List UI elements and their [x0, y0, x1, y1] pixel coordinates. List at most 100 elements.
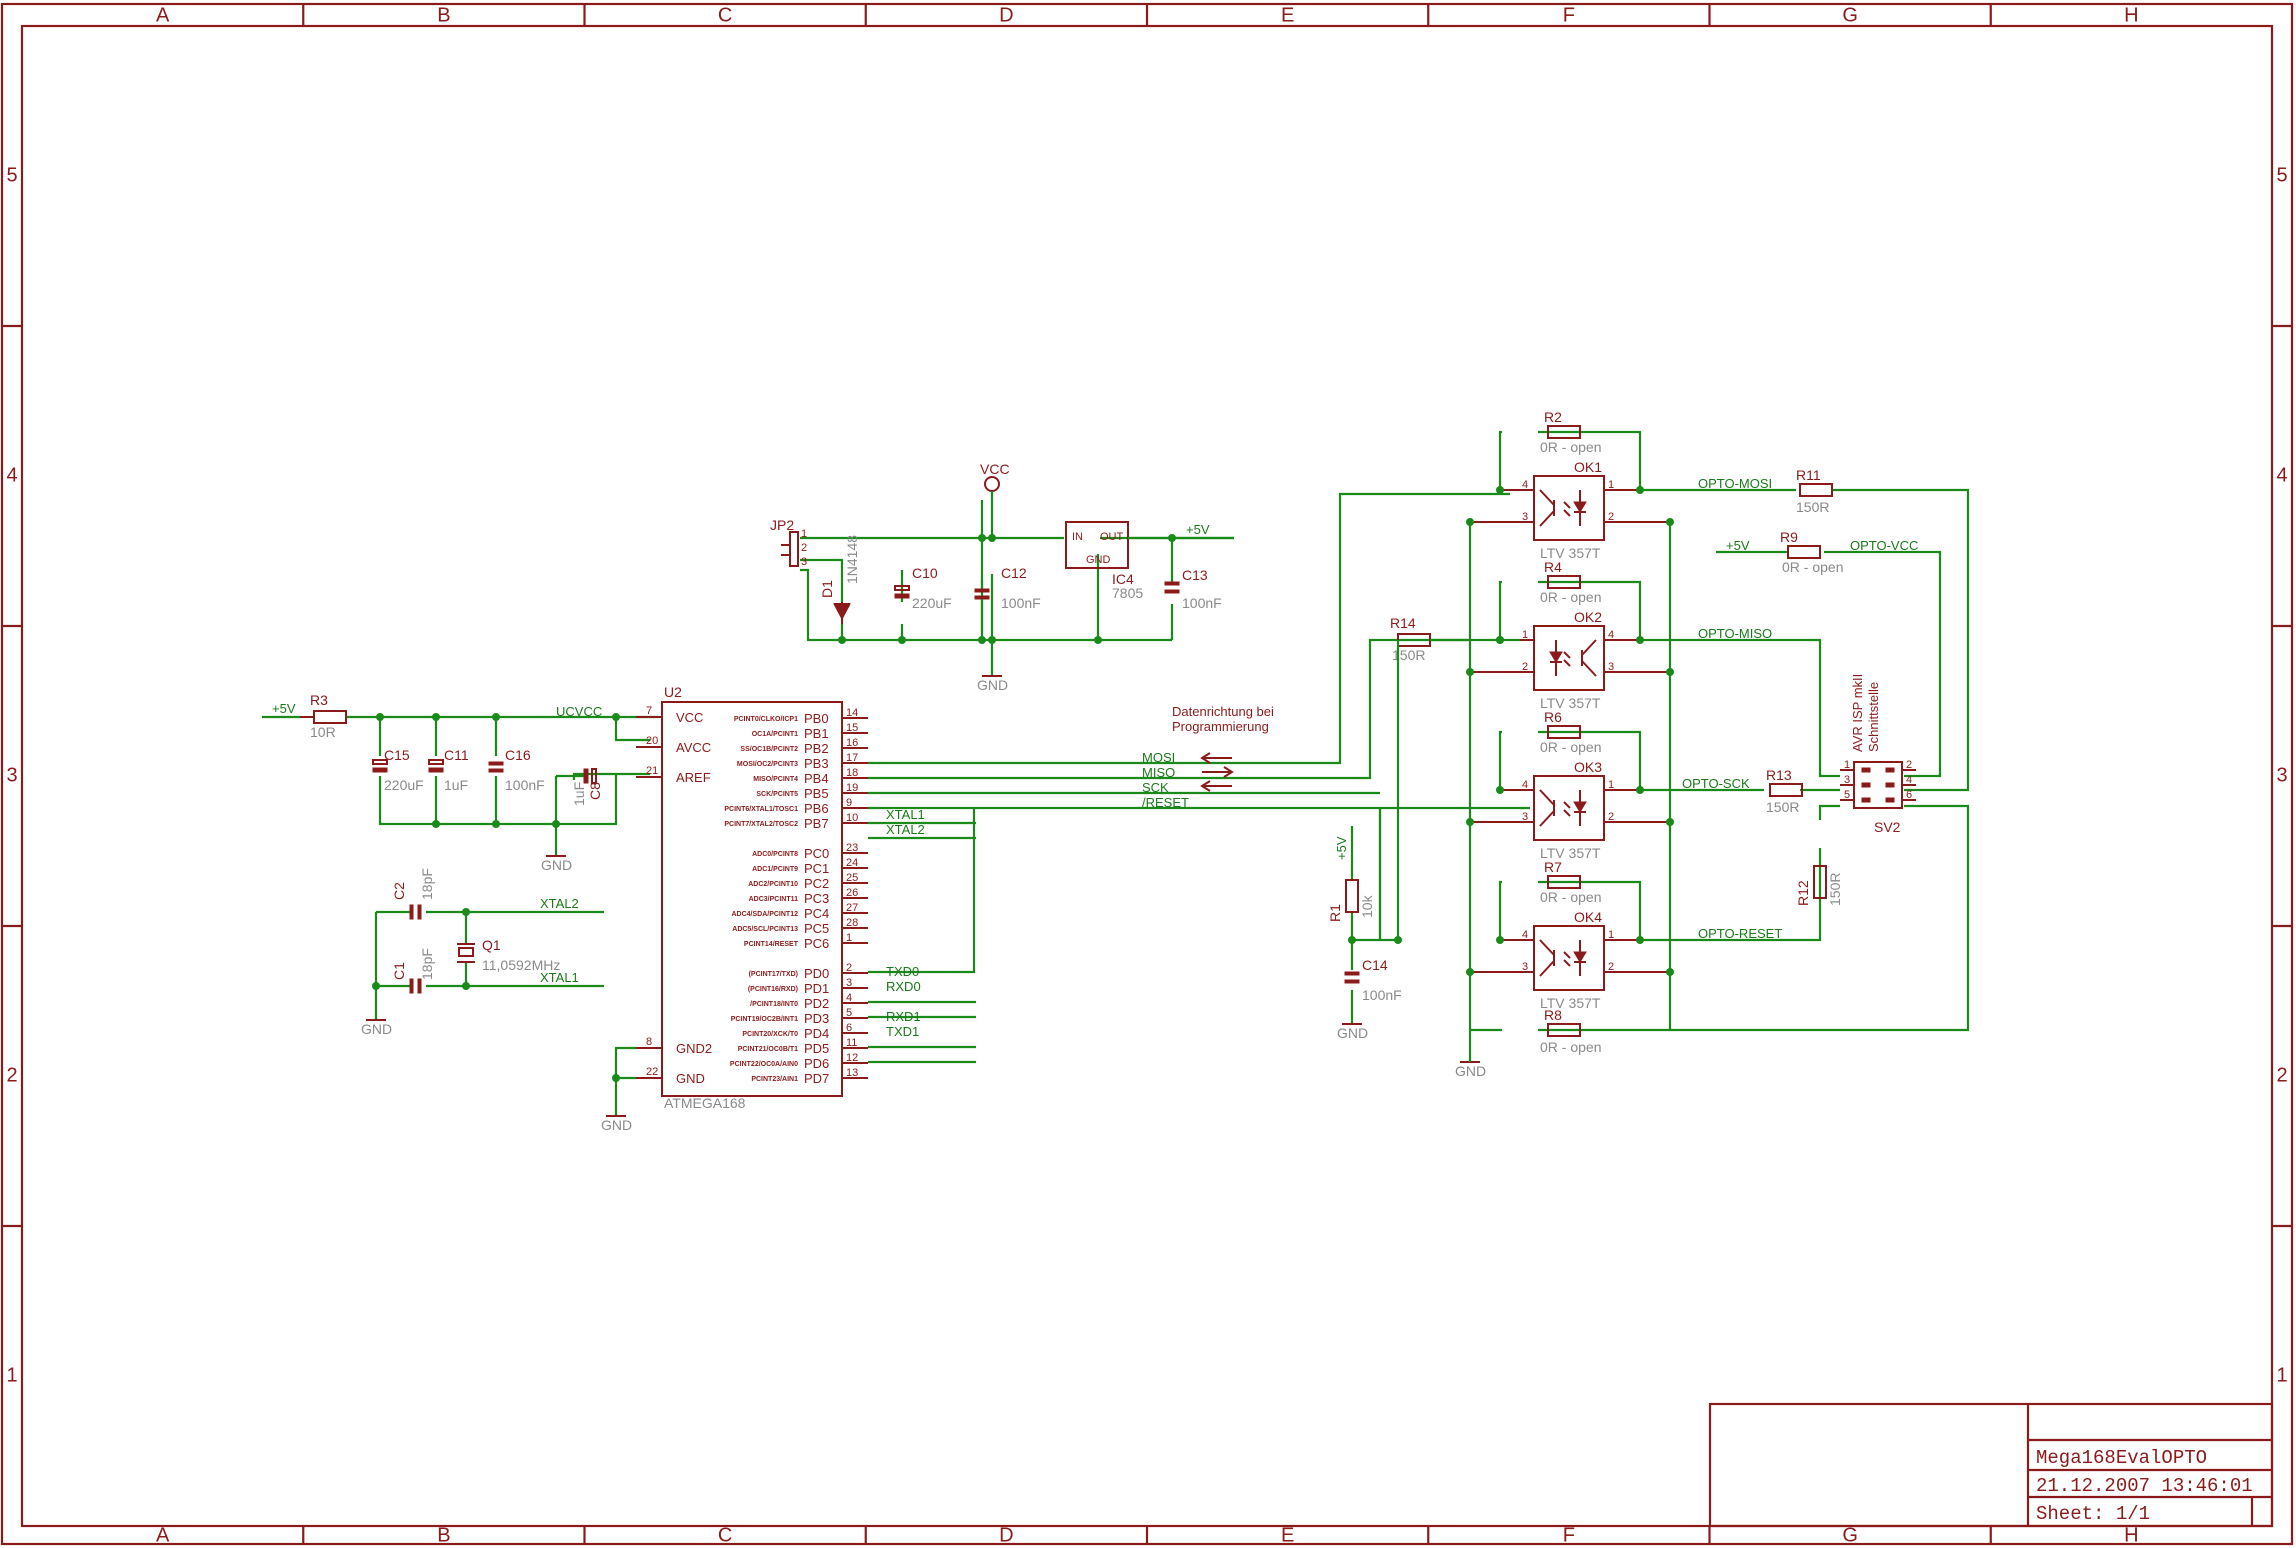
r13-resistor: R13 150R [1766, 767, 1803, 815]
sv2-pin-pad [1861, 782, 1871, 788]
ok2-pin-number: 4 [1608, 629, 1614, 641]
d1-diode: D1 1N4148 [819, 535, 860, 624]
u2-right-pin-number: 6 [846, 1022, 852, 1034]
u2-right-pin-number: 17 [846, 752, 858, 764]
u2-right-pin-number: 19 [846, 782, 858, 794]
r7-value: 0R - open [1540, 889, 1601, 905]
r1-value: 10k [1359, 894, 1375, 918]
net-plus5v-mcu: +5V [272, 701, 296, 716]
r14-name: R14 [1390, 615, 1416, 631]
u2-right-pin-label: PD3 [804, 1011, 829, 1026]
net-xtal1-crystal: XTAL1 [540, 970, 579, 985]
u2-right-pin-number: 18 [846, 767, 858, 779]
u2-left-pin-label: VCC [676, 710, 703, 725]
r12-value: 150R [1827, 873, 1843, 906]
u2-right-pin-number: 16 [846, 737, 858, 749]
ok1-pin-number: 1 [1608, 479, 1614, 491]
opto-passives: R14 150R R2 0R - open R4 0R - open R6 0R… [1390, 409, 1918, 1079]
ok2-junction [1466, 668, 1474, 676]
sv2-pin-number: 2 [1906, 759, 1912, 771]
u2-right-pin-function: PCINT20/XCK/T0 [742, 1031, 798, 1038]
u2-right-pin-number: 9 [846, 797, 852, 809]
frame-col-label-top: E [1281, 4, 1294, 26]
ok4-name: OK4 [1574, 909, 1602, 925]
jp2-name: JP2 [770, 517, 794, 533]
frame-row-label-left: 3 [6, 764, 17, 786]
frame-col-label-bottom: D [999, 1524, 1013, 1546]
gnd-symbol-opto: GND [1455, 1024, 1486, 1079]
ok1-junction [1496, 486, 1504, 494]
r7-name: R7 [1544, 859, 1562, 875]
reset-network: +5V R1 10k C14 100nF GND [1327, 808, 1402, 1041]
ok3-light-arrows [1563, 801, 1571, 817]
crystal-section: C2 18pF C1 18pF Q1 11,0592MHz XTAL2 XTAL… [361, 868, 604, 1037]
sv2-pin-number: 4 [1906, 774, 1912, 786]
direction-note-line1: Datenrichtung bei [1172, 704, 1274, 719]
c14-capacitor: C14 100nF [1344, 957, 1402, 1003]
u2-right-pin-label: PD6 [804, 1056, 829, 1071]
ok4-value: LTV 357T [1540, 995, 1601, 1011]
c14-value: 100nF [1362, 987, 1402, 1003]
c8-value: 1uF [571, 782, 587, 806]
u2-left-pin-label: GND2 [676, 1041, 712, 1056]
sv2-pin-number: 1 [1844, 759, 1850, 771]
sv2-name: SV2 [1874, 819, 1901, 835]
ok2-junction [1636, 636, 1644, 644]
u2-right-pin-label: PD1 [804, 981, 829, 996]
frame-row-label-right: 4 [2276, 464, 2287, 486]
c1-name: C1 [391, 962, 407, 980]
ok1-body [1533, 475, 1605, 541]
u2-right-pin-label: PD4 [804, 1026, 829, 1041]
ok4-body [1533, 925, 1605, 991]
ok3-junction [1636, 786, 1644, 794]
u2-right-pin-number: 15 [846, 722, 858, 734]
r8-resistor: R8 0R - open [1540, 1007, 1601, 1055]
u2-left-pin-number: 21 [646, 765, 658, 777]
net-plus5v-reset: +5V [1334, 836, 1349, 860]
frame-row-label-left: 2 [6, 1064, 17, 1086]
ok1-light-arrows [1563, 501, 1571, 517]
jp2-jumper: JP2 1 2 3 [770, 517, 807, 568]
ic4-pin-out: OUT [1100, 531, 1124, 543]
r3-value: 10R [310, 724, 336, 740]
ok1-pin-number: 4 [1522, 479, 1528, 491]
ok1-transistor-leads [1539, 489, 1555, 527]
u2-right-pin-label: PB7 [804, 816, 829, 831]
frame-row-label-right: 3 [2276, 764, 2287, 786]
c2-value: 18pF [419, 868, 435, 900]
c10-name: C10 [912, 565, 938, 581]
ic4-pin-in: IN [1072, 531, 1083, 543]
ok4-junction [1466, 968, 1474, 976]
frame-col-label-top: C [718, 4, 732, 26]
c13-name: C13 [1182, 567, 1208, 583]
net-opto-sck: OPTO-SCK [1682, 776, 1750, 791]
u2-microcontroller: U2 ATMEGA168 VCC7AVCC20AREF21GND28GND22 … [601, 684, 868, 1133]
r3-name: R3 [310, 692, 328, 708]
ok3-junction [1496, 786, 1504, 794]
u2-right-pin-function: ADC5/SCL/PCINT13 [732, 926, 798, 933]
net-opto-reset: OPTO-RESET [1698, 926, 1782, 941]
u2-right-pin-function: PCINT14/RESET [744, 941, 799, 948]
sv2-pin-number: 3 [1844, 774, 1850, 786]
net-xtal1-u2: XTAL1 [886, 807, 925, 822]
ok1-pin-number: 3 [1522, 511, 1528, 523]
net-xtal2-crystal: XTAL2 [540, 896, 579, 911]
u2-right-pin-label: PB4 [804, 771, 829, 786]
ok3-transistor-leads [1539, 789, 1555, 827]
r12-resistor: R12 150R [1795, 865, 1843, 906]
q1-value: 11,0592MHz [482, 957, 560, 973]
ok3-pin-number: 3 [1522, 811, 1528, 823]
u2-right-pin-label: PD5 [804, 1041, 829, 1056]
c14-name: C14 [1362, 957, 1388, 973]
frame-col-label-bottom: G [1842, 1524, 1858, 1546]
ok2-pin-number: 3 [1608, 661, 1614, 673]
ic4-name: IC4 [1112, 571, 1134, 587]
sv2-pin-pad [1885, 797, 1895, 803]
u2-right-pin-function: /PCINT18/INT0 [750, 1001, 798, 1008]
net-txd0: TXD0 [886, 964, 919, 979]
u2-right-pin-function: PCINT23/AIN1 [751, 1076, 798, 1083]
u2-right-pin-number: 28 [846, 917, 858, 929]
frame-col-label-bottom: E [1281, 1524, 1294, 1546]
